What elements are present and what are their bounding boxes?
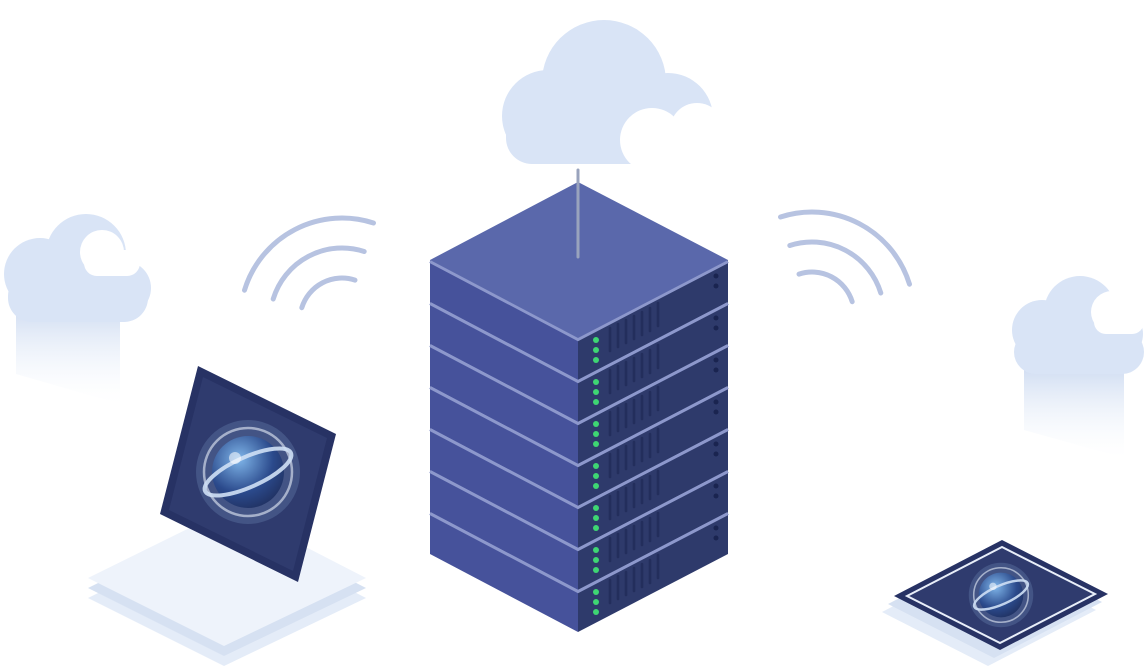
cloud-left-group [4, 214, 151, 404]
wifi-arc-large [778, 209, 912, 287]
tablet [882, 540, 1108, 666]
cloud-right-group [1012, 276, 1144, 458]
cloud-top-highlight [620, 103, 724, 172]
cloud-body [1014, 330, 1144, 374]
data-stream-right [1024, 360, 1124, 458]
server-top-face [430, 182, 728, 338]
cloud-left-highlight [80, 230, 140, 276]
laptop-globe-icon [194, 418, 302, 526]
laptop [88, 366, 366, 666]
server-tower [428, 168, 730, 634]
wifi-arc-large [242, 215, 376, 293]
wifi-arcs-left [242, 215, 376, 311]
wifi-arc-small [796, 269, 855, 305]
wifi-arcs-right [778, 209, 912, 305]
cloud-body [628, 126, 724, 168]
wifi-arc-small [299, 275, 358, 311]
wifi-arc-medium [270, 245, 367, 302]
cloud-body [8, 272, 148, 322]
data-stream-left [16, 300, 120, 404]
wifi-arc-medium [787, 239, 884, 296]
cloud-body [1094, 310, 1144, 334]
cloud-body [84, 250, 140, 276]
tablet-globe-icon [967, 561, 1035, 629]
cloud-top-group [502, 20, 724, 172]
cloud-right-highlight [1091, 291, 1144, 334]
